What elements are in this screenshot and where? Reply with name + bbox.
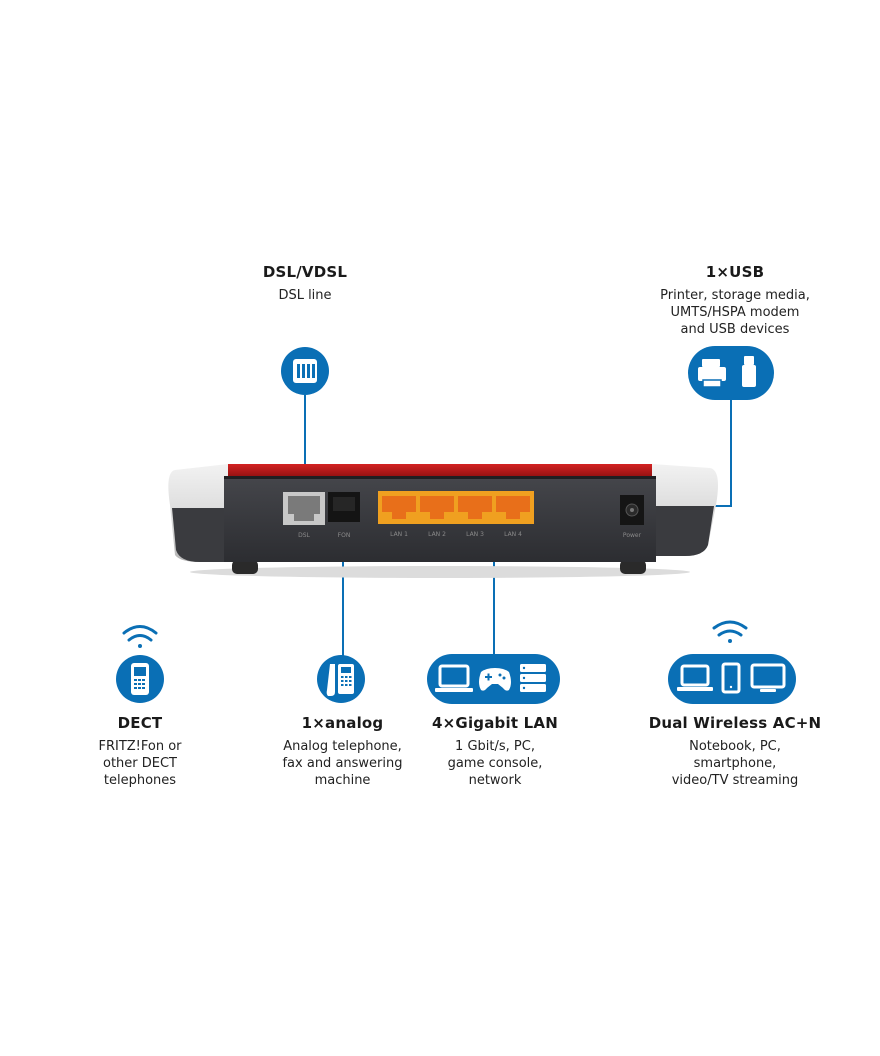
server-icon (520, 664, 546, 692)
lan4-label: LAN 4 (504, 531, 522, 538)
lan-desc: 1 Gbit/s, PC, game console, network (447, 739, 543, 788)
lan-title: 4×Gigabit LAN (432, 714, 558, 732)
smartphone-icon (721, 662, 741, 694)
fon-port: FON (328, 492, 360, 539)
lan-icon-bubble (427, 654, 560, 704)
wifi-icon (712, 620, 748, 643)
analog-desc: Analog telephone, fax and answering mach… (282, 739, 403, 788)
dsl-desc: DSL line (278, 288, 332, 303)
desk-phone-icon (326, 664, 354, 696)
dsl-socket-icon (293, 359, 317, 383)
gamepad-icon (479, 668, 511, 691)
laptop-icon (435, 664, 473, 692)
usb-connector (714, 400, 732, 507)
usb-title: 1×USB (705, 263, 765, 281)
dect-desc: FRITZ!Fon or other DECT telephones (98, 739, 182, 788)
usb-desc: Printer, storage media, UMTS/HSPA modem … (660, 288, 810, 337)
usb-callout: 1×USB Printer, storage media, UMTS/HSPA … (640, 263, 830, 338)
tv-icon (750, 663, 786, 692)
analog-icon-bubble (317, 655, 365, 703)
usb-stick-icon (742, 356, 756, 387)
analog-title: 1×analog (301, 714, 384, 732)
wireless-icon-group (668, 620, 796, 704)
printer-icon (698, 359, 726, 388)
lan1-label: LAN 1 (390, 531, 408, 538)
fon-port-label: FON (338, 532, 351, 539)
lan-ports: LAN 1 LAN 2 LAN 3 LAN 4 (378, 491, 534, 538)
wireless-desc: Notebook, PC, smartphone, video/TV strea… (671, 739, 799, 788)
dect-callout: DECT FRITZ!Fon or other DECT telephones (70, 714, 210, 789)
dsl-icon-bubble (281, 347, 329, 395)
lan2-label: LAN 2 (428, 531, 446, 538)
cordless-phone-icon (131, 663, 149, 695)
power-port-label: Power (623, 532, 642, 539)
power-port: Power (620, 495, 644, 539)
dsl-port: DSL (283, 492, 325, 539)
laptop-icon (677, 664, 713, 691)
dect-icon-group (116, 625, 164, 703)
dsl-title: DSL/VDSL (262, 263, 348, 281)
lan-port-1 (382, 496, 416, 519)
dsl-callout: DSL/VDSL DSL line (230, 263, 380, 304)
lan-port-4 (496, 496, 530, 519)
analog-callout: 1×analog Analog telephone, fax and answe… (265, 714, 420, 789)
lan3-label: LAN 3 (466, 531, 484, 538)
dsl-port-label: DSL (298, 532, 310, 539)
lan-port-2 (420, 496, 454, 519)
router: DSL FON L (168, 464, 718, 578)
lan-port-3 (458, 496, 492, 519)
wireless-title: Dual Wireless AC+N (648, 714, 822, 732)
usb-icon-bubble (688, 346, 774, 400)
lan-callout: 4×Gigabit LAN 1 Gbit/s, PC, game console… (420, 714, 570, 789)
wifi-icon (122, 625, 158, 648)
dect-title: DECT (117, 714, 163, 732)
wireless-callout: Dual Wireless AC+N Notebook, PC, smartph… (630, 714, 840, 789)
